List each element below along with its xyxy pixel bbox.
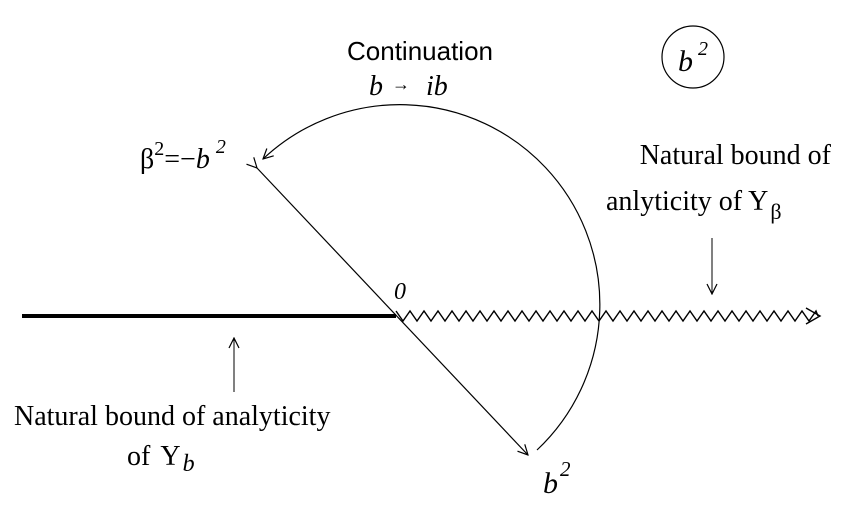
b-squared-label: b2 bbox=[543, 457, 571, 500]
left-note-line1: Natural bound of analyticity bbox=[14, 401, 330, 432]
left-note-line2: of Υb bbox=[127, 441, 195, 477]
zigzag-arrowhead bbox=[805, 307, 822, 325]
beta-symbol: β bbox=[140, 144, 154, 175]
b2-base: b bbox=[543, 467, 558, 500]
left-note-prefix: of bbox=[127, 441, 151, 472]
diagonal-arrow bbox=[257, 168, 528, 455]
continuation-map-from: b bbox=[369, 71, 383, 102]
zigzag-cut bbox=[395, 309, 819, 323]
origin-label: 0 bbox=[394, 279, 406, 305]
right-note-line1: Natural bound of bbox=[640, 140, 832, 171]
beta-b-exp: 2 bbox=[216, 136, 226, 158]
b2-exp: 2 bbox=[560, 457, 571, 481]
badge-exp: 2 bbox=[698, 38, 708, 60]
continuation-arc bbox=[263, 104, 601, 451]
badge-base: b bbox=[678, 45, 693, 78]
beta-equals: =− bbox=[164, 144, 196, 175]
left-note-upsilon: Υ bbox=[160, 441, 180, 472]
left-note-subscript: b bbox=[183, 451, 195, 477]
right-note-subscript: β bbox=[770, 199, 781, 224]
beta-exp: 2 bbox=[154, 138, 164, 160]
right-note-prefix: anlyticity of bbox=[606, 186, 743, 217]
continuation-map-to: ib bbox=[426, 71, 448, 102]
continuation-map-arrow: → bbox=[392, 74, 410, 94]
beta-b: b bbox=[196, 144, 210, 175]
badge-circle bbox=[661, 25, 725, 89]
right-note-upsilon: Υ bbox=[748, 186, 768, 217]
continuation-title: Continuation bbox=[347, 36, 493, 66]
